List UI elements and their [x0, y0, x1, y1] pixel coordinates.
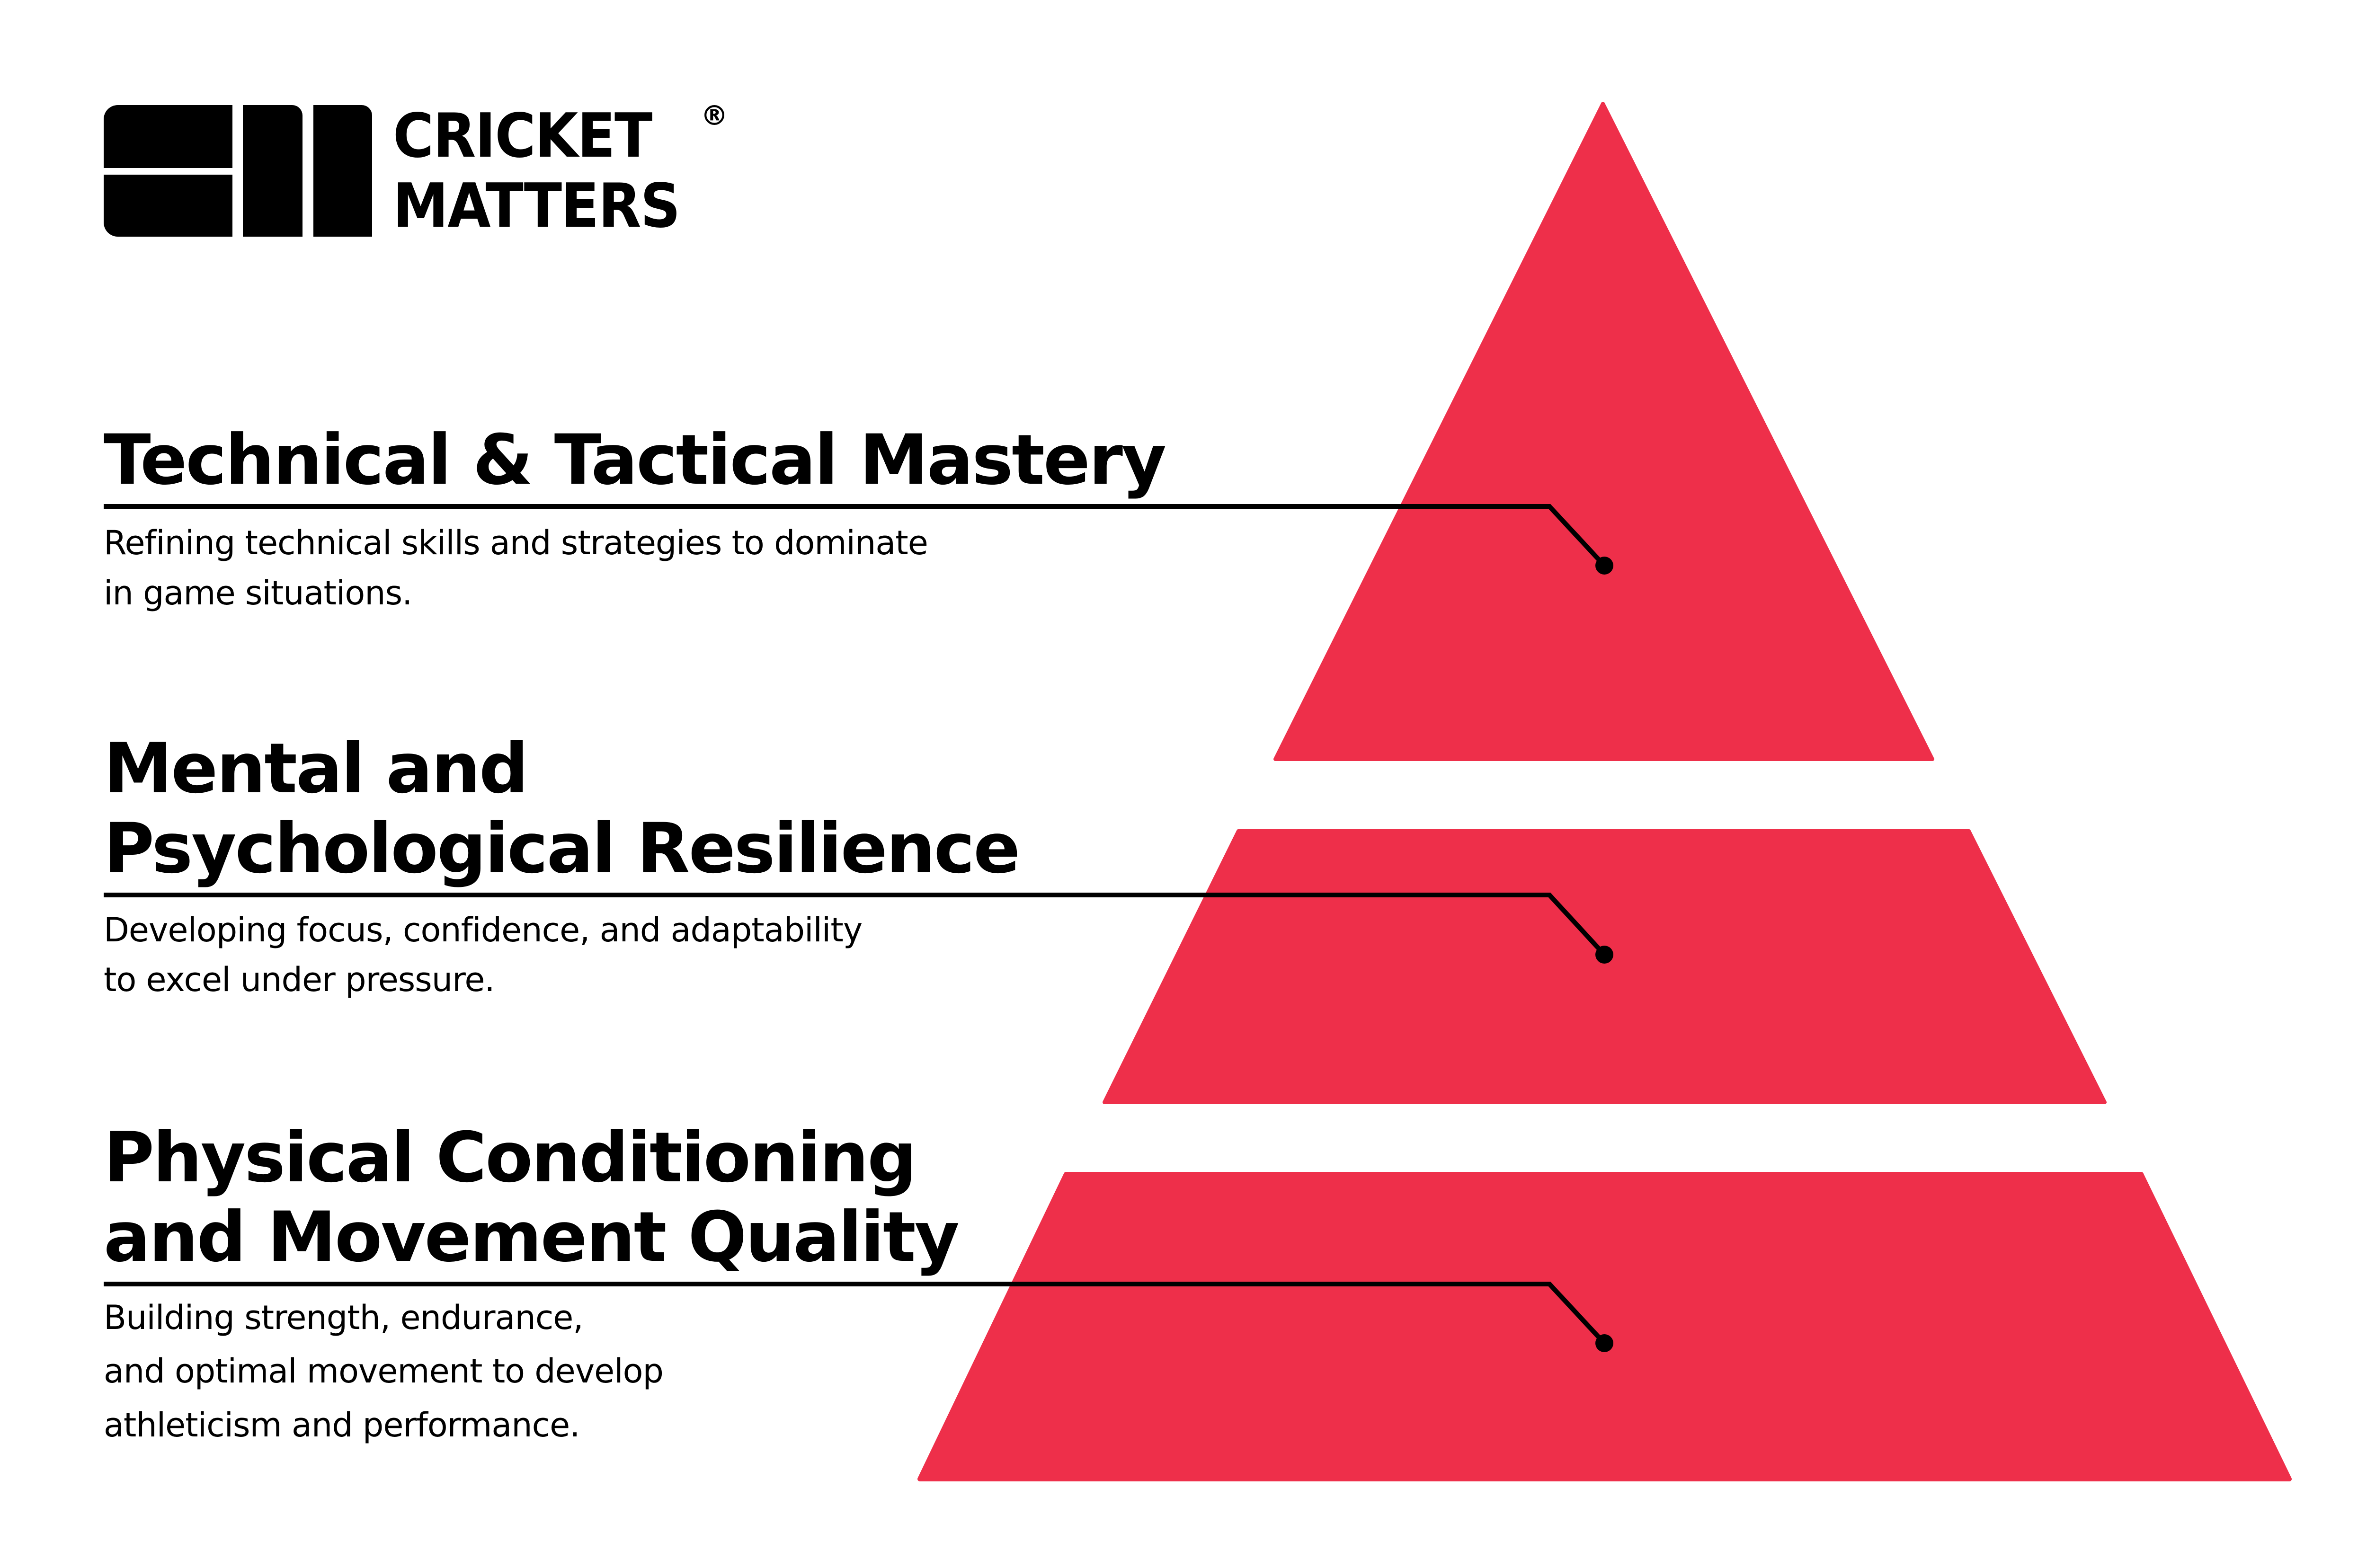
- level-top-description-line1: Refining technical skills and strategies…: [104, 523, 928, 562]
- level-middle-description-line2: to excel under pressure.: [104, 960, 495, 999]
- level-middle-title-line2: Psychological Resilience: [104, 808, 1020, 889]
- level-bottom-description-line3: athleticism and performance.: [104, 1406, 580, 1444]
- logo-block-right: [313, 105, 372, 237]
- connector-bottom: [104, 1282, 1606, 1345]
- level-middle-title-line1: Mental and: [104, 728, 528, 809]
- brand-name-line2: MATTERS: [393, 171, 680, 241]
- connector-dot-bottom-icon: [1595, 1334, 1613, 1352]
- level-top-description-line2: in game situations.: [104, 574, 412, 612]
- level-bottom-title-line1: Physical Conditioning: [104, 1117, 917, 1198]
- level-top-title: Technical & Tactical Mastery: [104, 420, 1166, 500]
- level-bottom-title-line2: and Movement Quality: [104, 1197, 960, 1277]
- connector-top: [104, 504, 1606, 567]
- logo-block-middle: [243, 105, 303, 237]
- logo-block-top-left: [104, 105, 232, 168]
- logo-block-bottom-left: [104, 175, 232, 237]
- pyramid-level-bottom: [917, 1172, 2292, 1481]
- connector-middle: [104, 893, 1606, 957]
- pyramid-level-middle: [1103, 829, 2107, 1104]
- registered-mark: ®: [701, 99, 728, 132]
- brand-name-line1: CRICKET: [393, 101, 652, 171]
- pyramid-level-top: [1273, 102, 1934, 761]
- level-bottom-description-line1: Building strength, endurance,: [104, 1298, 584, 1337]
- level-bottom-description-line2: and optimal movement to develop: [104, 1352, 664, 1391]
- connector-dot-top-icon: [1595, 557, 1613, 575]
- level-middle-description-line1: Developing focus, confidence, and adapta…: [104, 911, 863, 949]
- connector-dot-middle-icon: [1595, 946, 1613, 964]
